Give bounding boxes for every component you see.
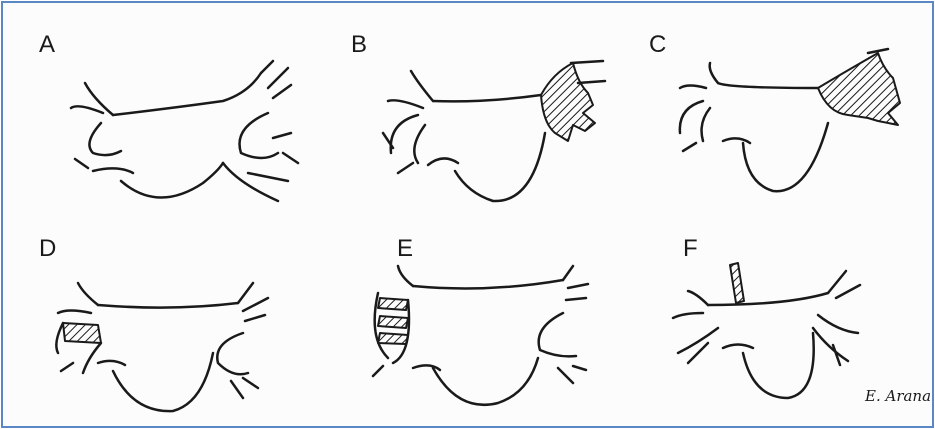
panel-a-drawing: [63, 53, 303, 213]
panel-label-b: B: [351, 31, 367, 59]
hatched-band-2: [378, 316, 408, 328]
panel-label-d: D: [39, 235, 56, 263]
hatched-region: [63, 323, 101, 343]
hatched-band-3: [378, 333, 408, 344]
panel-b-drawing: [373, 53, 623, 213]
hatched-region: [818, 53, 900, 125]
hatched-band-1: [378, 298, 408, 310]
panel-c-drawing: [668, 43, 918, 203]
panel-label-a: A: [39, 31, 55, 59]
signature: E. Arana: [865, 387, 931, 405]
panel-e-drawing: [368, 258, 618, 418]
hatched-region: [541, 63, 595, 141]
panel-label-c: C: [649, 31, 666, 59]
hatched-vessel: [730, 263, 744, 303]
panel-d-drawing: [53, 263, 303, 423]
